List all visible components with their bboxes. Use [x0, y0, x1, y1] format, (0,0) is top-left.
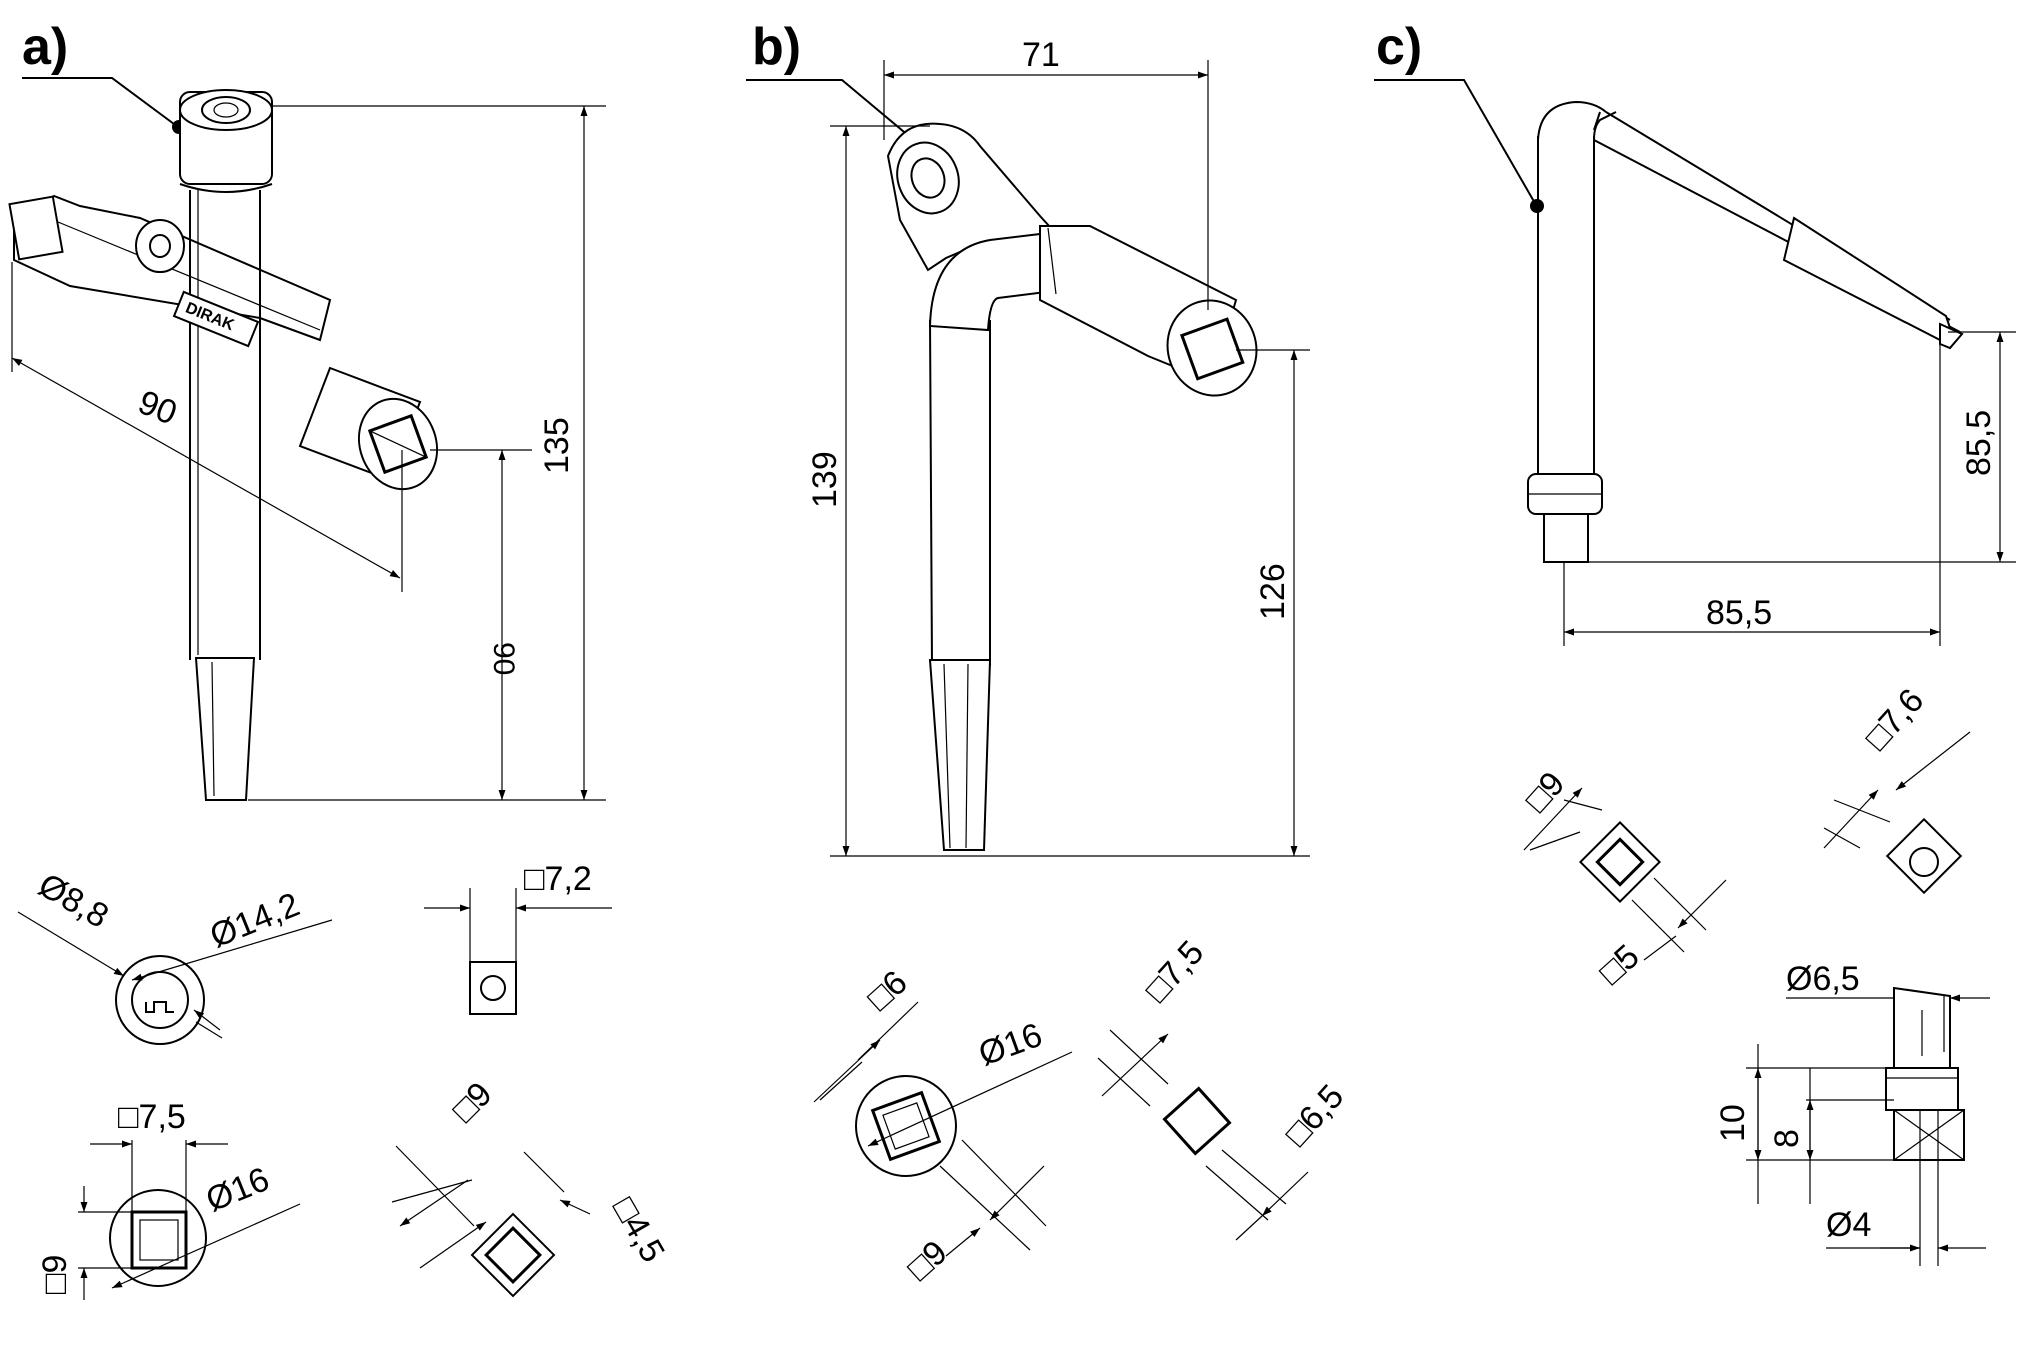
dim-a-90-vertical: 90: [487, 642, 520, 675]
dim-a-tip-inner: □4,5: [605, 1191, 672, 1269]
panel-label-a: a): [22, 18, 68, 76]
panel-b: b): [746, 18, 1351, 1288]
dim-c-inner-diameter: Ø4: [1826, 1206, 1871, 1244]
dim-c-tip-square: □7,6: [1858, 682, 1932, 758]
panel-a: a): [8, 18, 672, 1300]
detail-a-hole: Ø8,8 Ø14,2: [17, 866, 333, 1045]
dimension-c-height: 85,5: [1588, 331, 2016, 563]
key-drawing-c: [1527, 100, 1964, 563]
detail-a-socket-face: □7,5 Ø16 □9: [36, 1098, 301, 1300]
panel-c: c): [1374, 18, 2016, 1266]
detail-c-pin: Ø6,5 10 8 Ø4: [1714, 960, 1990, 1266]
dim-b-socket-inner: □6: [860, 963, 915, 1018]
detail-b-tip: □7,5 □6,5: [1097, 934, 1352, 1241]
dim-b-socket-diameter: Ø16: [974, 1016, 1047, 1074]
leader-a: [22, 77, 186, 134]
dim-a-socket-diameter: Ø16: [201, 1160, 275, 1219]
dim-b-126: 126: [1254, 563, 1292, 620]
dim-c-length-8: 8: [1768, 1129, 1806, 1148]
detail-c-tip: □7,6: [1823, 682, 1971, 895]
dim-c-length-10: 10: [1714, 1104, 1752, 1142]
key-drawing-a: DIRAK: [8, 89, 439, 801]
dim-a-135: 135: [538, 417, 576, 474]
dim-a-tip-outer: □9: [445, 1075, 500, 1130]
dim-a-socket-side: □9: [36, 1255, 74, 1294]
dimension-b-139: 139: [806, 125, 1310, 857]
dim-a-square-end: □7,2: [524, 860, 592, 898]
dim-c-end-outer: □9: [1518, 765, 1573, 820]
detail-c-end: □9 □5: [1518, 765, 1727, 992]
dim-a-hole-inner: Ø8,8: [32, 866, 115, 936]
dimension-a-135: 135: [248, 105, 606, 801]
dim-b-139: 139: [806, 451, 844, 508]
dim-a-socket-square: □7,5: [118, 1098, 186, 1136]
dim-a-hole-outer: Ø14,2: [205, 885, 305, 955]
dim-b-tip-inner: □6,5: [1278, 1078, 1352, 1154]
leader-c: [1374, 79, 1544, 213]
dimension-a-90-vertical: 90: [430, 449, 532, 800]
dim-c-pin-diameter: Ø6,5: [1786, 960, 1860, 998]
key-drawing-b: [886, 122, 1258, 851]
detail-a-tip: □9 □4,5: [391, 1075, 672, 1298]
dim-b-71: 71: [1022, 36, 1060, 74]
dim-b-socket-outer: □9: [900, 1233, 955, 1288]
dimension-b-71: 71: [883, 36, 1209, 310]
panel-label-c: c): [1376, 18, 1422, 76]
panel-label-b: b): [752, 18, 801, 76]
detail-a-square-end: □7,2: [424, 860, 612, 1015]
dimension-b-126: 126: [1236, 349, 1310, 856]
dim-c-height: 85,5: [1960, 410, 1998, 476]
dim-c-width: 85,5: [1706, 594, 1772, 632]
dimension-c-width: 85,5: [1563, 340, 1941, 646]
dim-a-90-diagonal: 90: [133, 383, 182, 432]
dim-c-end-inner: □5: [1592, 937, 1647, 992]
detail-b-socket: □6 Ø16 □9: [813, 963, 1073, 1288]
dim-b-tip-outer: □7,5: [1138, 934, 1212, 1010]
